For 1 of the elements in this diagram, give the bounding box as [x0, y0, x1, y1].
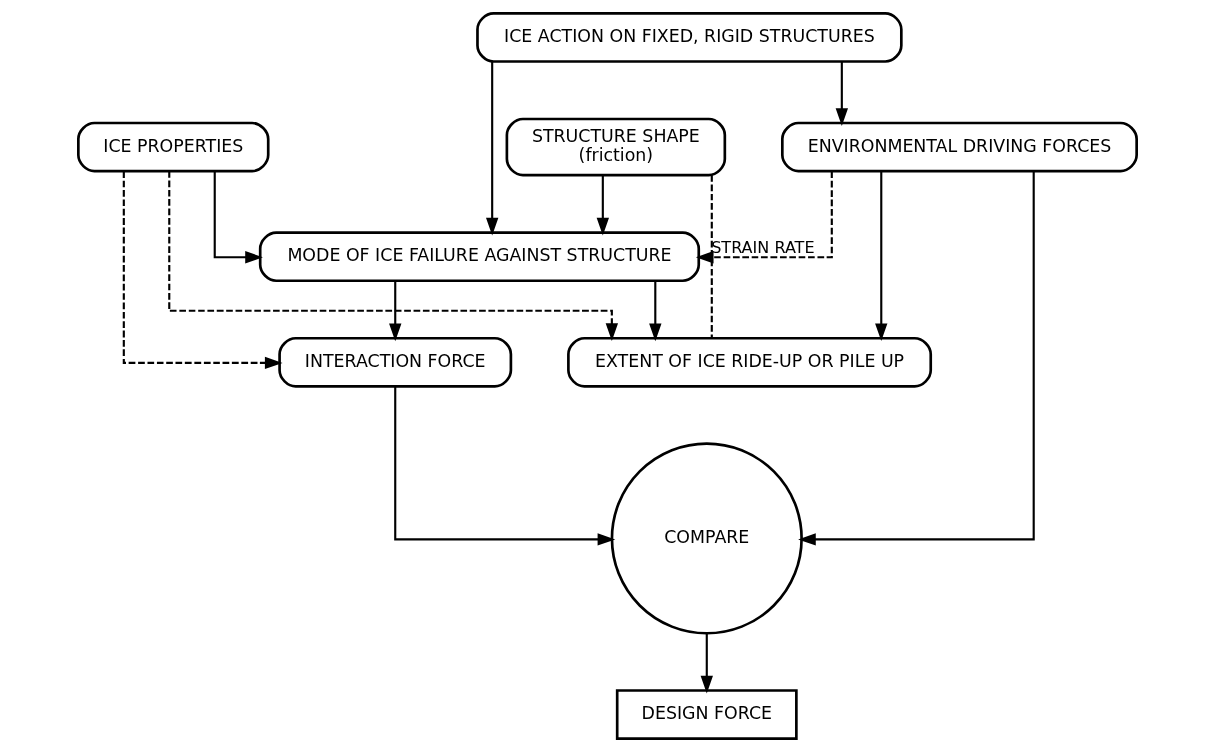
edge-label: STRAIN RATE	[711, 237, 815, 257]
